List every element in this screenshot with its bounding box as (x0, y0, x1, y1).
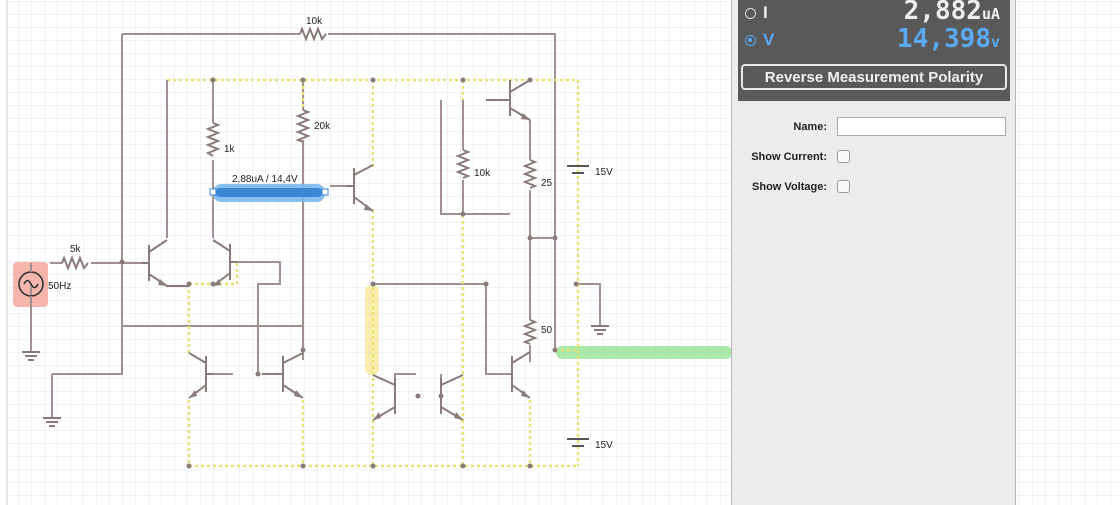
transistor-arrows (158, 113, 530, 420)
show-voltage-label: Show Voltage: (752, 181, 827, 193)
transistor-q1[interactable] (141, 239, 189, 287)
current-probe[interactable] (209, 184, 329, 202)
label-r-25: 25 (541, 178, 553, 189)
resistor-5k[interactable] (61, 255, 89, 271)
voltage-readout: 14,398v (897, 24, 1000, 54)
label-supply-bottom: 15V (595, 440, 613, 451)
transistor-q2[interactable] (212, 239, 237, 287)
transistor-q3[interactable] (346, 164, 374, 212)
transistor-q7[interactable] (372, 374, 396, 421)
resistor-50[interactable] (522, 319, 538, 345)
label-r-1k: 1k (224, 144, 236, 155)
junction-dots (119, 77, 579, 469)
label-r-5k: 5k (70, 244, 82, 255)
show-current-label: Show Current: (751, 151, 827, 163)
label-r-20k: 20k (314, 121, 331, 132)
name-field[interactable] (837, 117, 1006, 136)
current-readout: 2,882uA (904, 0, 1000, 26)
ground-symbols (22, 325, 609, 427)
reverse-polarity-button[interactable]: Reverse Measurement Polarity (741, 64, 1007, 90)
transistor-q4[interactable] (486, 79, 531, 121)
radio-current[interactable]: I (745, 3, 768, 23)
transistor-q5[interactable] (188, 352, 213, 399)
radio-voltage-label: V (763, 30, 775, 49)
voltage-unit: v (990, 33, 1000, 51)
transistor-q8[interactable] (440, 374, 464, 421)
ac-source[interactable] (18, 263, 44, 300)
transistor-q6[interactable] (262, 352, 304, 399)
label-ac-source: 50Hz (48, 281, 71, 292)
properties-panel: I V 2,882uA 14,398v Reverse Measurement … (731, 0, 1016, 505)
current-unit: uA (981, 5, 1000, 23)
show-current-checkbox[interactable] (837, 150, 850, 163)
transistor-q9[interactable] (510, 351, 531, 399)
resistor-top-10k[interactable] (299, 26, 327, 42)
meter-display: I V 2,882uA 14,398v Reverse Measurement … (738, 0, 1010, 101)
label-supply-top: 15V (595, 167, 613, 178)
label-r-mid-10k: 10k (474, 168, 491, 179)
resistor-20k[interactable] (295, 109, 311, 143)
name-label: Name: (793, 121, 827, 133)
radio-current-icon[interactable] (745, 7, 756, 19)
label-r-50: 50 (541, 325, 553, 336)
radio-voltage[interactable]: V (745, 30, 774, 50)
dc-supply-bottom[interactable] (567, 438, 589, 447)
output-wire-highlight (556, 346, 732, 359)
dc-supply-top[interactable] (567, 165, 589, 174)
resistor-1k[interactable] (205, 122, 221, 157)
resistor-25[interactable] (522, 159, 538, 189)
probe-label: 2,88uA / 14,4V (232, 174, 298, 185)
current-value: 2,882 (903, 0, 982, 26)
show-voltage-checkbox[interactable] (837, 180, 850, 193)
radio-current-label: I (763, 3, 768, 22)
label-r-top: 10k (306, 16, 323, 27)
resistor-mid-10k[interactable] (455, 149, 471, 179)
radio-voltage-icon[interactable] (745, 34, 756, 46)
voltage-value: 14,398 (897, 24, 991, 54)
